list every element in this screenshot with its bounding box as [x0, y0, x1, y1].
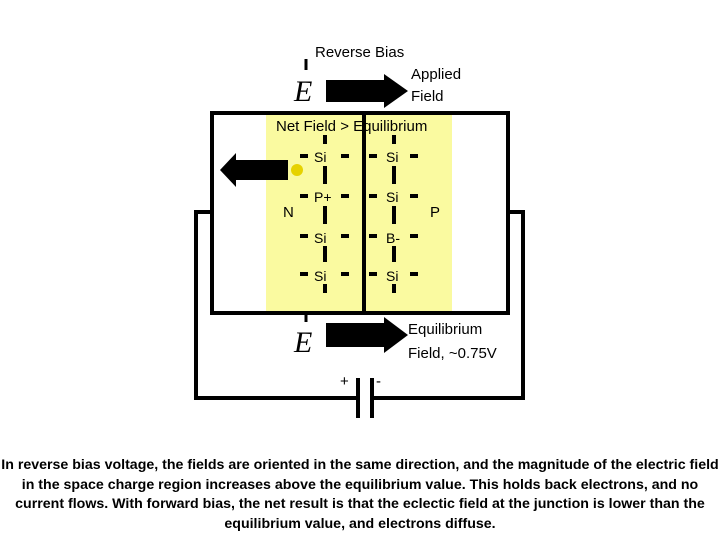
force-label: Force: [245, 162, 284, 179]
atom-n-3: Si: [314, 230, 327, 246]
atom-n-1: Si: [314, 149, 327, 165]
equilibrium-field-arrow: [326, 317, 408, 353]
atom-p-2: Si: [386, 189, 399, 205]
atom-n-2: P+: [314, 189, 332, 205]
atom-p-3: B-: [386, 230, 400, 246]
applied-field-label-line1: Applied: [411, 66, 462, 83]
n-region-label: N: [283, 204, 294, 221]
equilibrium-field-label-line2: Field, ~0.75V: [408, 345, 497, 362]
equilibrium-field-label-line1: Equilibrium: [408, 321, 483, 338]
applied-field-symbol: E: [294, 75, 313, 108]
caption: In reverse bias voltage, the fields are …: [1, 457, 719, 532]
force-dot: [291, 164, 303, 176]
net-field-label: Net Field > Equilibrium: [276, 118, 428, 135]
lattice-bonds: [300, 135, 418, 293]
equilibrium-field-symbol: E: [294, 326, 313, 359]
force-arrow: [220, 153, 288, 187]
p-region-label: P: [430, 204, 441, 221]
atom-n-4: Si: [314, 268, 327, 284]
diagram-title: Reverse Bias: [315, 44, 405, 61]
atom-p-4: Si: [386, 268, 399, 284]
atom-p-1: Si: [386, 149, 399, 165]
applied-field-label-line2: Field: [411, 88, 444, 105]
applied-field-arrow: [326, 74, 408, 108]
right-wire: [372, 210, 525, 400]
left-wire: [194, 210, 358, 400]
battery-plus-label: +: [340, 373, 349, 390]
battery-minus-label: -: [376, 373, 381, 390]
space-charge-region: [266, 112, 452, 314]
